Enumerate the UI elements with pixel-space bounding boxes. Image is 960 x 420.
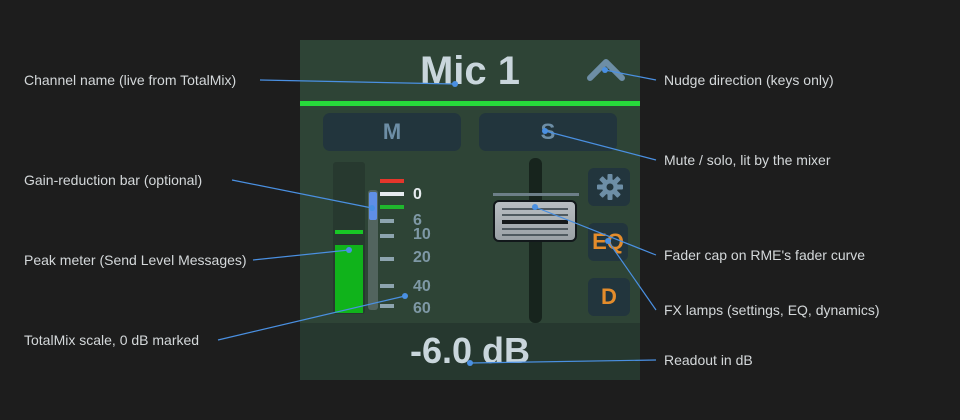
scale-tick (380, 219, 394, 223)
scale-tick-zero (380, 192, 404, 196)
callout-peak-meter: Peak meter (Send Level Messages) (24, 252, 247, 268)
callout-scale: TotalMix scale, 0 dB marked (24, 332, 200, 348)
callout-fader-cap: Fader cap on RME's fader curve (664, 247, 866, 263)
scale-tick-clip (380, 179, 404, 183)
fx-lamp-eq[interactable]: EQ (588, 223, 628, 261)
callout-fx-lamps: FX lamps (settings, EQ, dynamics) (664, 302, 880, 318)
fx-lamp-dynamics[interactable]: D (588, 278, 630, 316)
scale-tick (380, 257, 394, 261)
scale-tick (380, 304, 394, 308)
scale-tick (380, 234, 394, 238)
fx-lamp-settings[interactable] (588, 168, 630, 206)
channel-name: Mic 1 (419, 49, 521, 93)
gain-reduction-level (369, 192, 377, 220)
gear-icon (597, 174, 623, 200)
active-channel-bar (300, 101, 640, 106)
mute-button[interactable]: M (323, 113, 461, 151)
scale-label-40: 40 (413, 278, 431, 295)
scale-tick-green (380, 205, 404, 209)
peak-meter-level (335, 245, 363, 313)
callout-readout: Readout in dB (664, 352, 753, 368)
chevron-up-icon[interactable] (586, 56, 626, 82)
peak-hold-marker (335, 230, 363, 234)
channel-strip: Mic 1 M S 0 6 10 20 40 60 (300, 40, 640, 380)
callout-gain-reduction: Gain-reduction bar (optional) (24, 172, 203, 188)
scale-label-10: 10 (413, 226, 431, 243)
fader-unity-line (493, 193, 579, 196)
fader-cap[interactable] (493, 200, 577, 242)
scale-label-20: 20 (413, 249, 431, 266)
scale-label-60: 60 (413, 300, 431, 317)
callout-channel-name: Channel name (live from TotalMix) (24, 72, 237, 88)
solo-button[interactable]: S (479, 113, 617, 151)
db-readout: -6.0 dB (409, 330, 531, 371)
scale-label-6: 6 (413, 212, 422, 229)
callout-nudge: Nudge direction (keys only) (664, 72, 834, 88)
scale-tick (380, 284, 394, 288)
callout-mute-solo: Mute / solo, lit by the mixer (664, 152, 831, 168)
gain-reduction-bar (368, 190, 378, 310)
scale-label-0: 0 (413, 186, 422, 203)
